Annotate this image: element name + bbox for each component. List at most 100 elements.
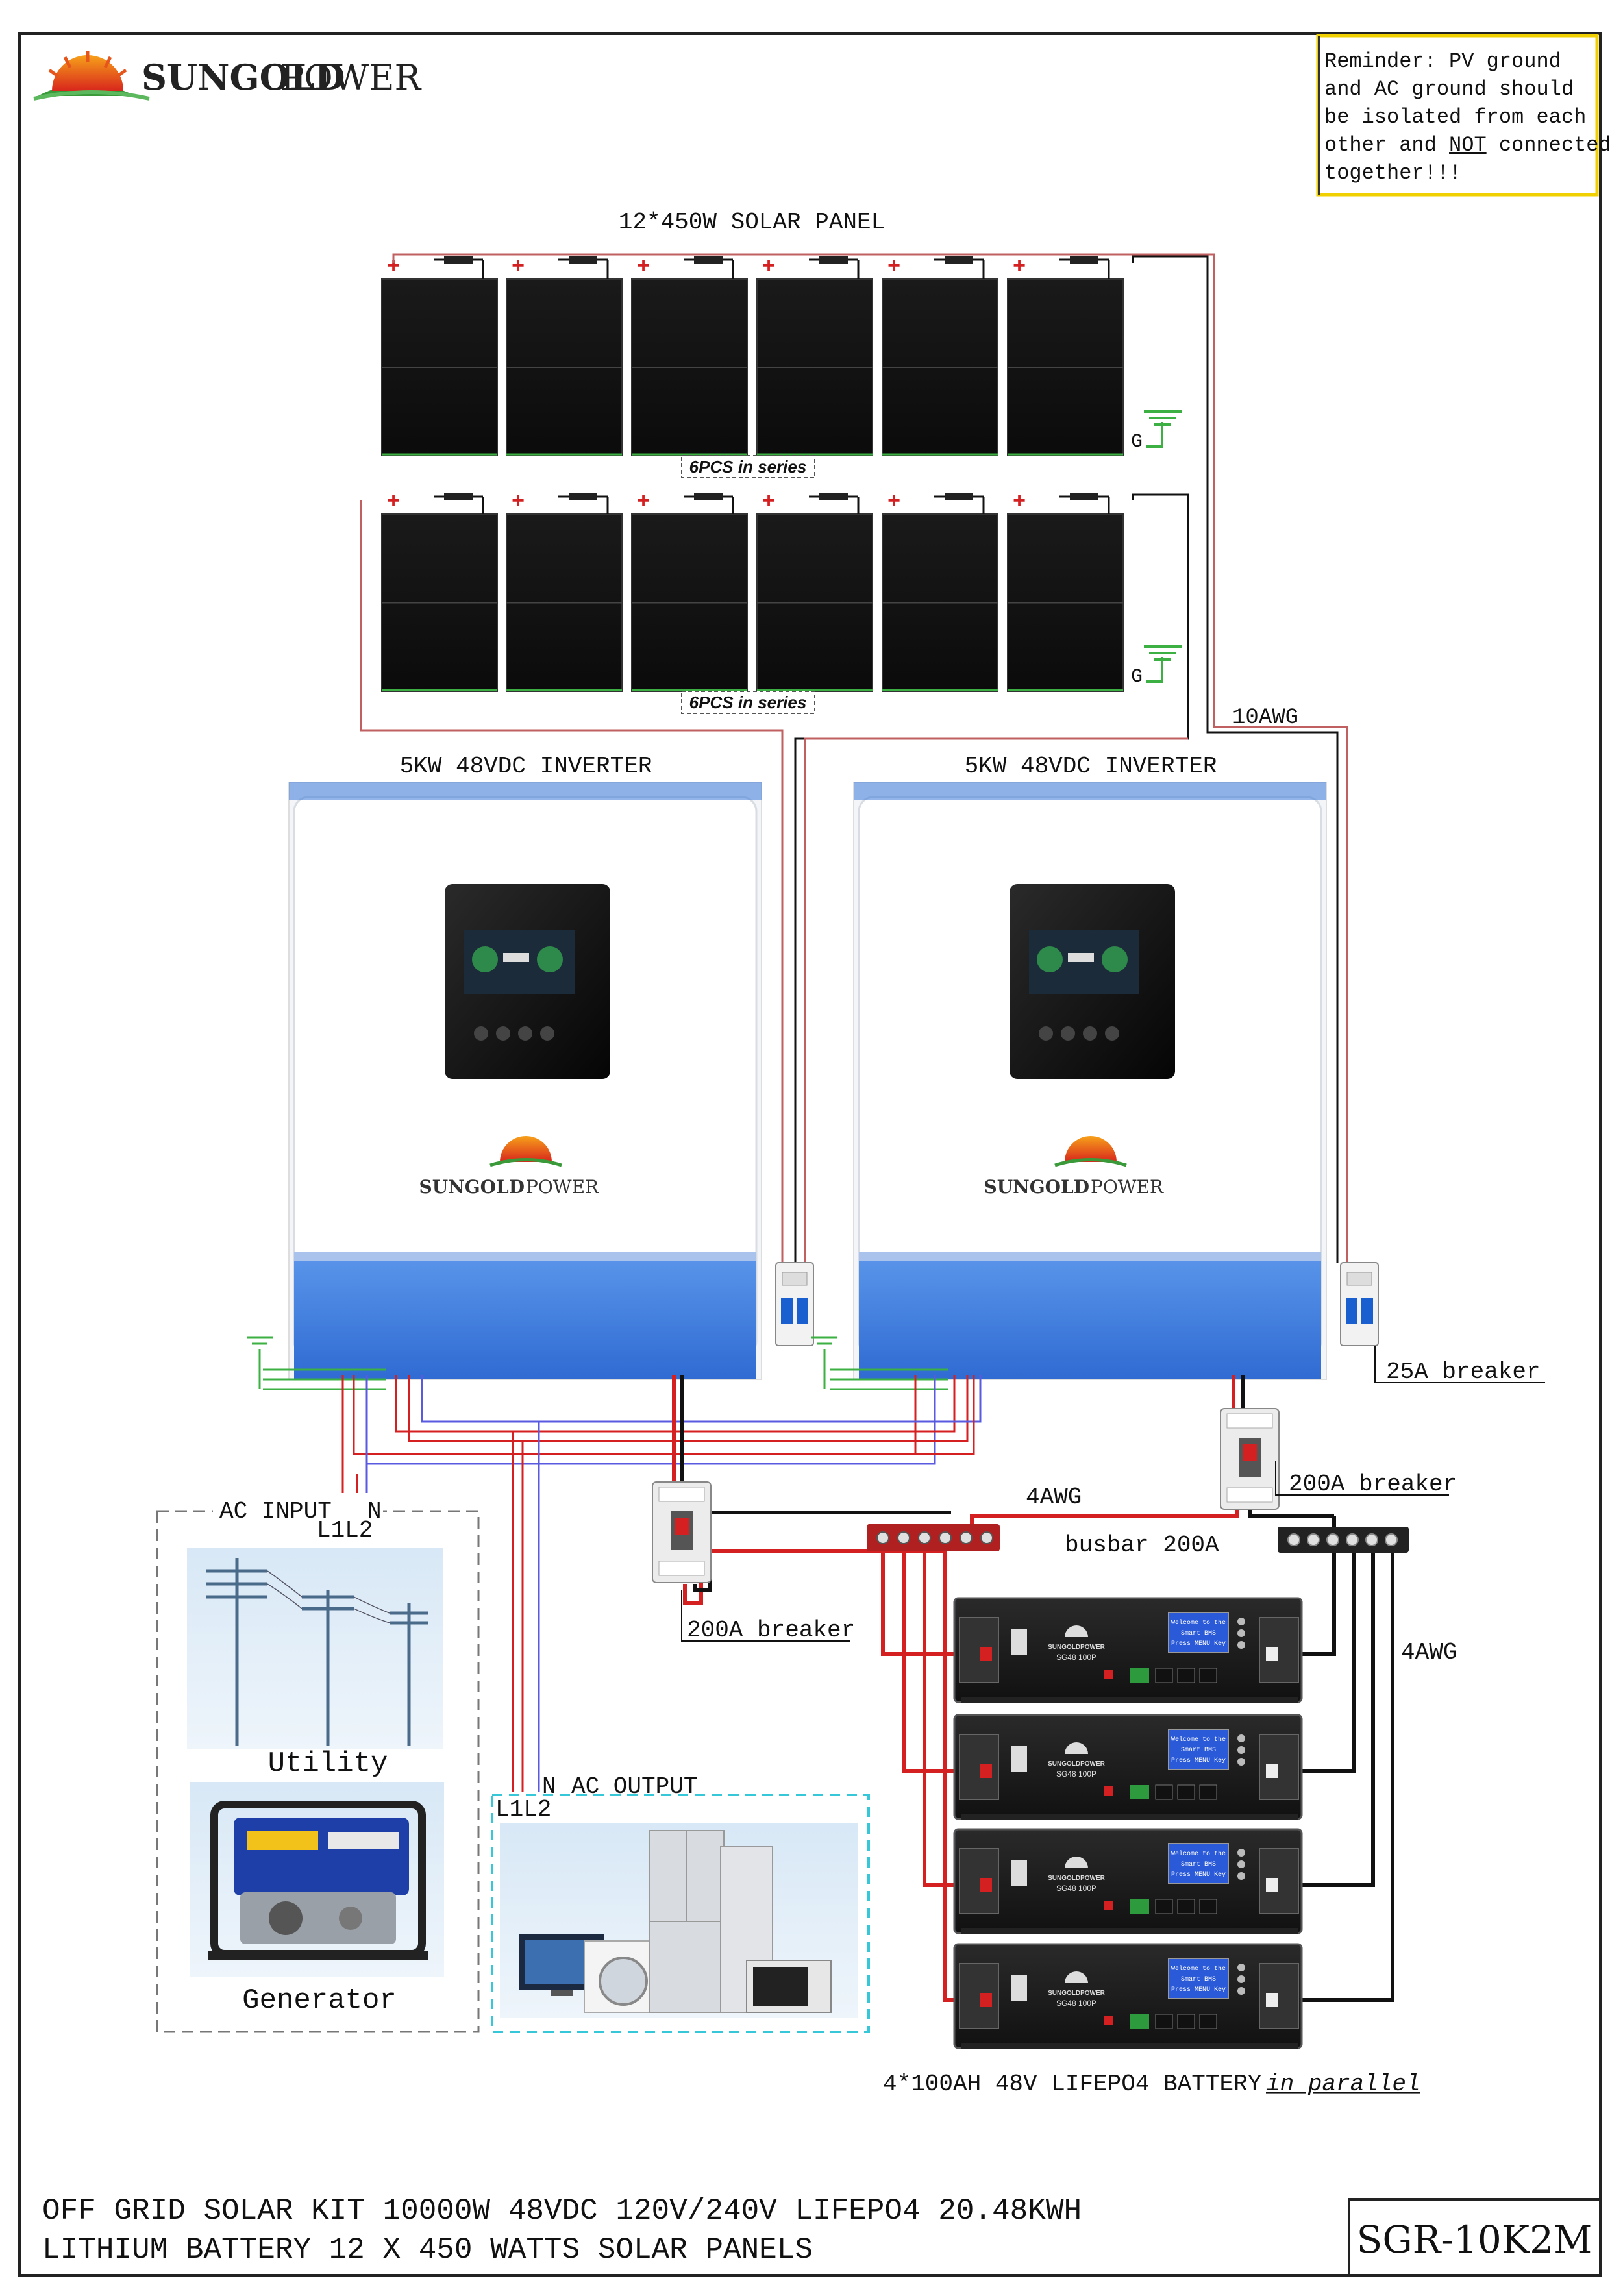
inverter-button[interactable] [474,1026,488,1041]
battery-brand: SUNGOLDPOWER [1048,1760,1106,1768]
inverter-brand-bold: SUNGOLD [984,1176,1089,1198]
dc-breaker-200a[interactable] [1220,1408,1280,1510]
generator-label: Generator [242,1984,397,2017]
busbar-stud [918,1531,931,1544]
panel-positive-terminal: + [1013,253,1026,278]
mc4-plug [694,493,723,500]
battery-brand: SUNGOLDPOWER [1048,1990,1106,1997]
panel-positive-terminal: + [762,488,775,513]
battery-terminal-negative [1266,1993,1278,2007]
battery-lcd-line: Smart BMS [1181,1976,1216,1983]
battery-model: SG48 100P [1056,1884,1096,1893]
battery-lcd-line: Press MENU Key [1171,1757,1226,1764]
battery-switch[interactable] [1011,1860,1027,1886]
mc4-plug [819,256,848,264]
battery-button[interactable] [1237,1641,1245,1649]
ac-output-panel: N AC OUTPUT L1L2 [491,1773,870,2033]
breaker-leader-left [681,1590,850,1642]
battery-button[interactable] [1237,1975,1245,1983]
ac-input-panel: AC INPUT N L1L2 [156,1493,480,2033]
breaker-leader-right [1275,1461,1449,1496]
battery-caption: 4*100AH 48V LIFEPO4 BATTERY [883,2071,1261,2097]
battery-button[interactable] [1237,1964,1245,1971]
pv-wire-gauge: 10AWG [1232,706,1298,730]
battery-button[interactable] [1237,1987,1245,1995]
inverter-button[interactable] [496,1026,510,1041]
battery-breakers [652,1408,1280,1583]
battery-lcd-line: Smart BMS [1181,1861,1216,1868]
battery-button[interactable] [1237,1734,1245,1742]
battery-button[interactable] [1237,1629,1245,1637]
brand-logo: SUNGOLD POWER [33,51,422,101]
pv-breaker[interactable] [775,1262,814,1346]
reminder-line-4: other and NOT connected [1324,133,1611,157]
solar-panel: + [882,253,998,456]
inverter-button[interactable] [1061,1026,1075,1041]
busbar-stud [876,1531,889,1544]
battery-button[interactable] [1237,1758,1245,1766]
battery-terminal-negative [1266,1764,1278,1778]
battery-button[interactable] [1237,1849,1245,1857]
mc4-plug [819,493,848,500]
inverter-button[interactable] [518,1026,532,1041]
solar-panel: + [1007,488,1124,692]
battery-button[interactable] [1237,1618,1245,1625]
battery-lcd-line: Welcome to the [1171,1965,1226,1973]
battery-terminal-negative [1266,1647,1278,1661]
sun-logo-icon [500,1136,552,1162]
appliances-icon [500,1823,858,2018]
battery-button[interactable] [1237,1746,1245,1754]
busbar-stud [1326,1533,1339,1546]
inverter-button[interactable] [1105,1026,1119,1041]
solar-array-title: 12*450W SOLAR PANEL [619,209,885,236]
utility-poles-icon [187,1548,443,1749]
battery-switch[interactable] [1011,1746,1027,1772]
battery-lcd-line: Welcome to the [1171,1619,1226,1627]
mc4-plug [945,256,973,264]
battery-switch[interactable] [1011,1629,1027,1655]
pv-ground-top: G [1127,410,1182,453]
brand-name-bold: SUNGOLD [142,56,345,98]
inverter-button[interactable] [1039,1026,1053,1041]
battery-button[interactable] [1237,1872,1245,1880]
battery-negative-cable [1272,1553,1394,2002]
battery-terminal-positive [980,1764,992,1778]
solar-row-top: ++++++ [381,253,1124,456]
reminder-line-5: together!!! [1324,161,1461,185]
battery-lcd-line: Press MENU Key [1171,1640,1226,1648]
breaker-label-left: 200A breaker [687,1617,855,1644]
battery-port [1177,1668,1195,1683]
ac-output-title: AC OUTPUT [571,1773,697,1800]
busbar-stud [939,1531,952,1544]
solar-panel: + [631,488,748,692]
solar-panel: + [381,488,498,692]
footer-line-1: OFF GRID SOLAR KIT 10000W 48VDC 120V/240… [42,2194,1082,2228]
svg-text:6PCS in series: 6PCS in series [689,693,807,712]
solar-row-bottom: ++++++ [381,488,1124,692]
solar-panel: + [756,253,873,456]
battery-port [1199,1784,1217,1800]
ac-output-neutral: N [542,1773,556,1800]
busbar-stud [1365,1533,1378,1546]
solar-panel: + [506,488,623,692]
inverter-button[interactable] [1083,1026,1097,1041]
battery-switch[interactable] [1011,1975,1027,2001]
mc4-plug [1070,493,1098,500]
battery-button[interactable] [1237,1860,1245,1868]
reminder-box: Reminder: PV ground and AC ground should… [1316,34,1611,197]
battery-port [1177,1784,1195,1800]
inverter-button[interactable] [540,1026,554,1041]
mc4-plug [945,493,973,500]
dc-breaker-200a[interactable] [652,1481,712,1583]
panel-positive-terminal: + [887,253,900,278]
pv-breaker[interactable] [1340,1262,1379,1346]
dc-wire-gauge-top: 4AWG [1026,1484,1082,1511]
brand-name-light: POWER [280,57,422,98]
battery-port [1155,1668,1173,1683]
ground-label: G [1131,666,1143,688]
battery-lcd [1168,1729,1229,1770]
mc4-plug [1070,256,1098,264]
